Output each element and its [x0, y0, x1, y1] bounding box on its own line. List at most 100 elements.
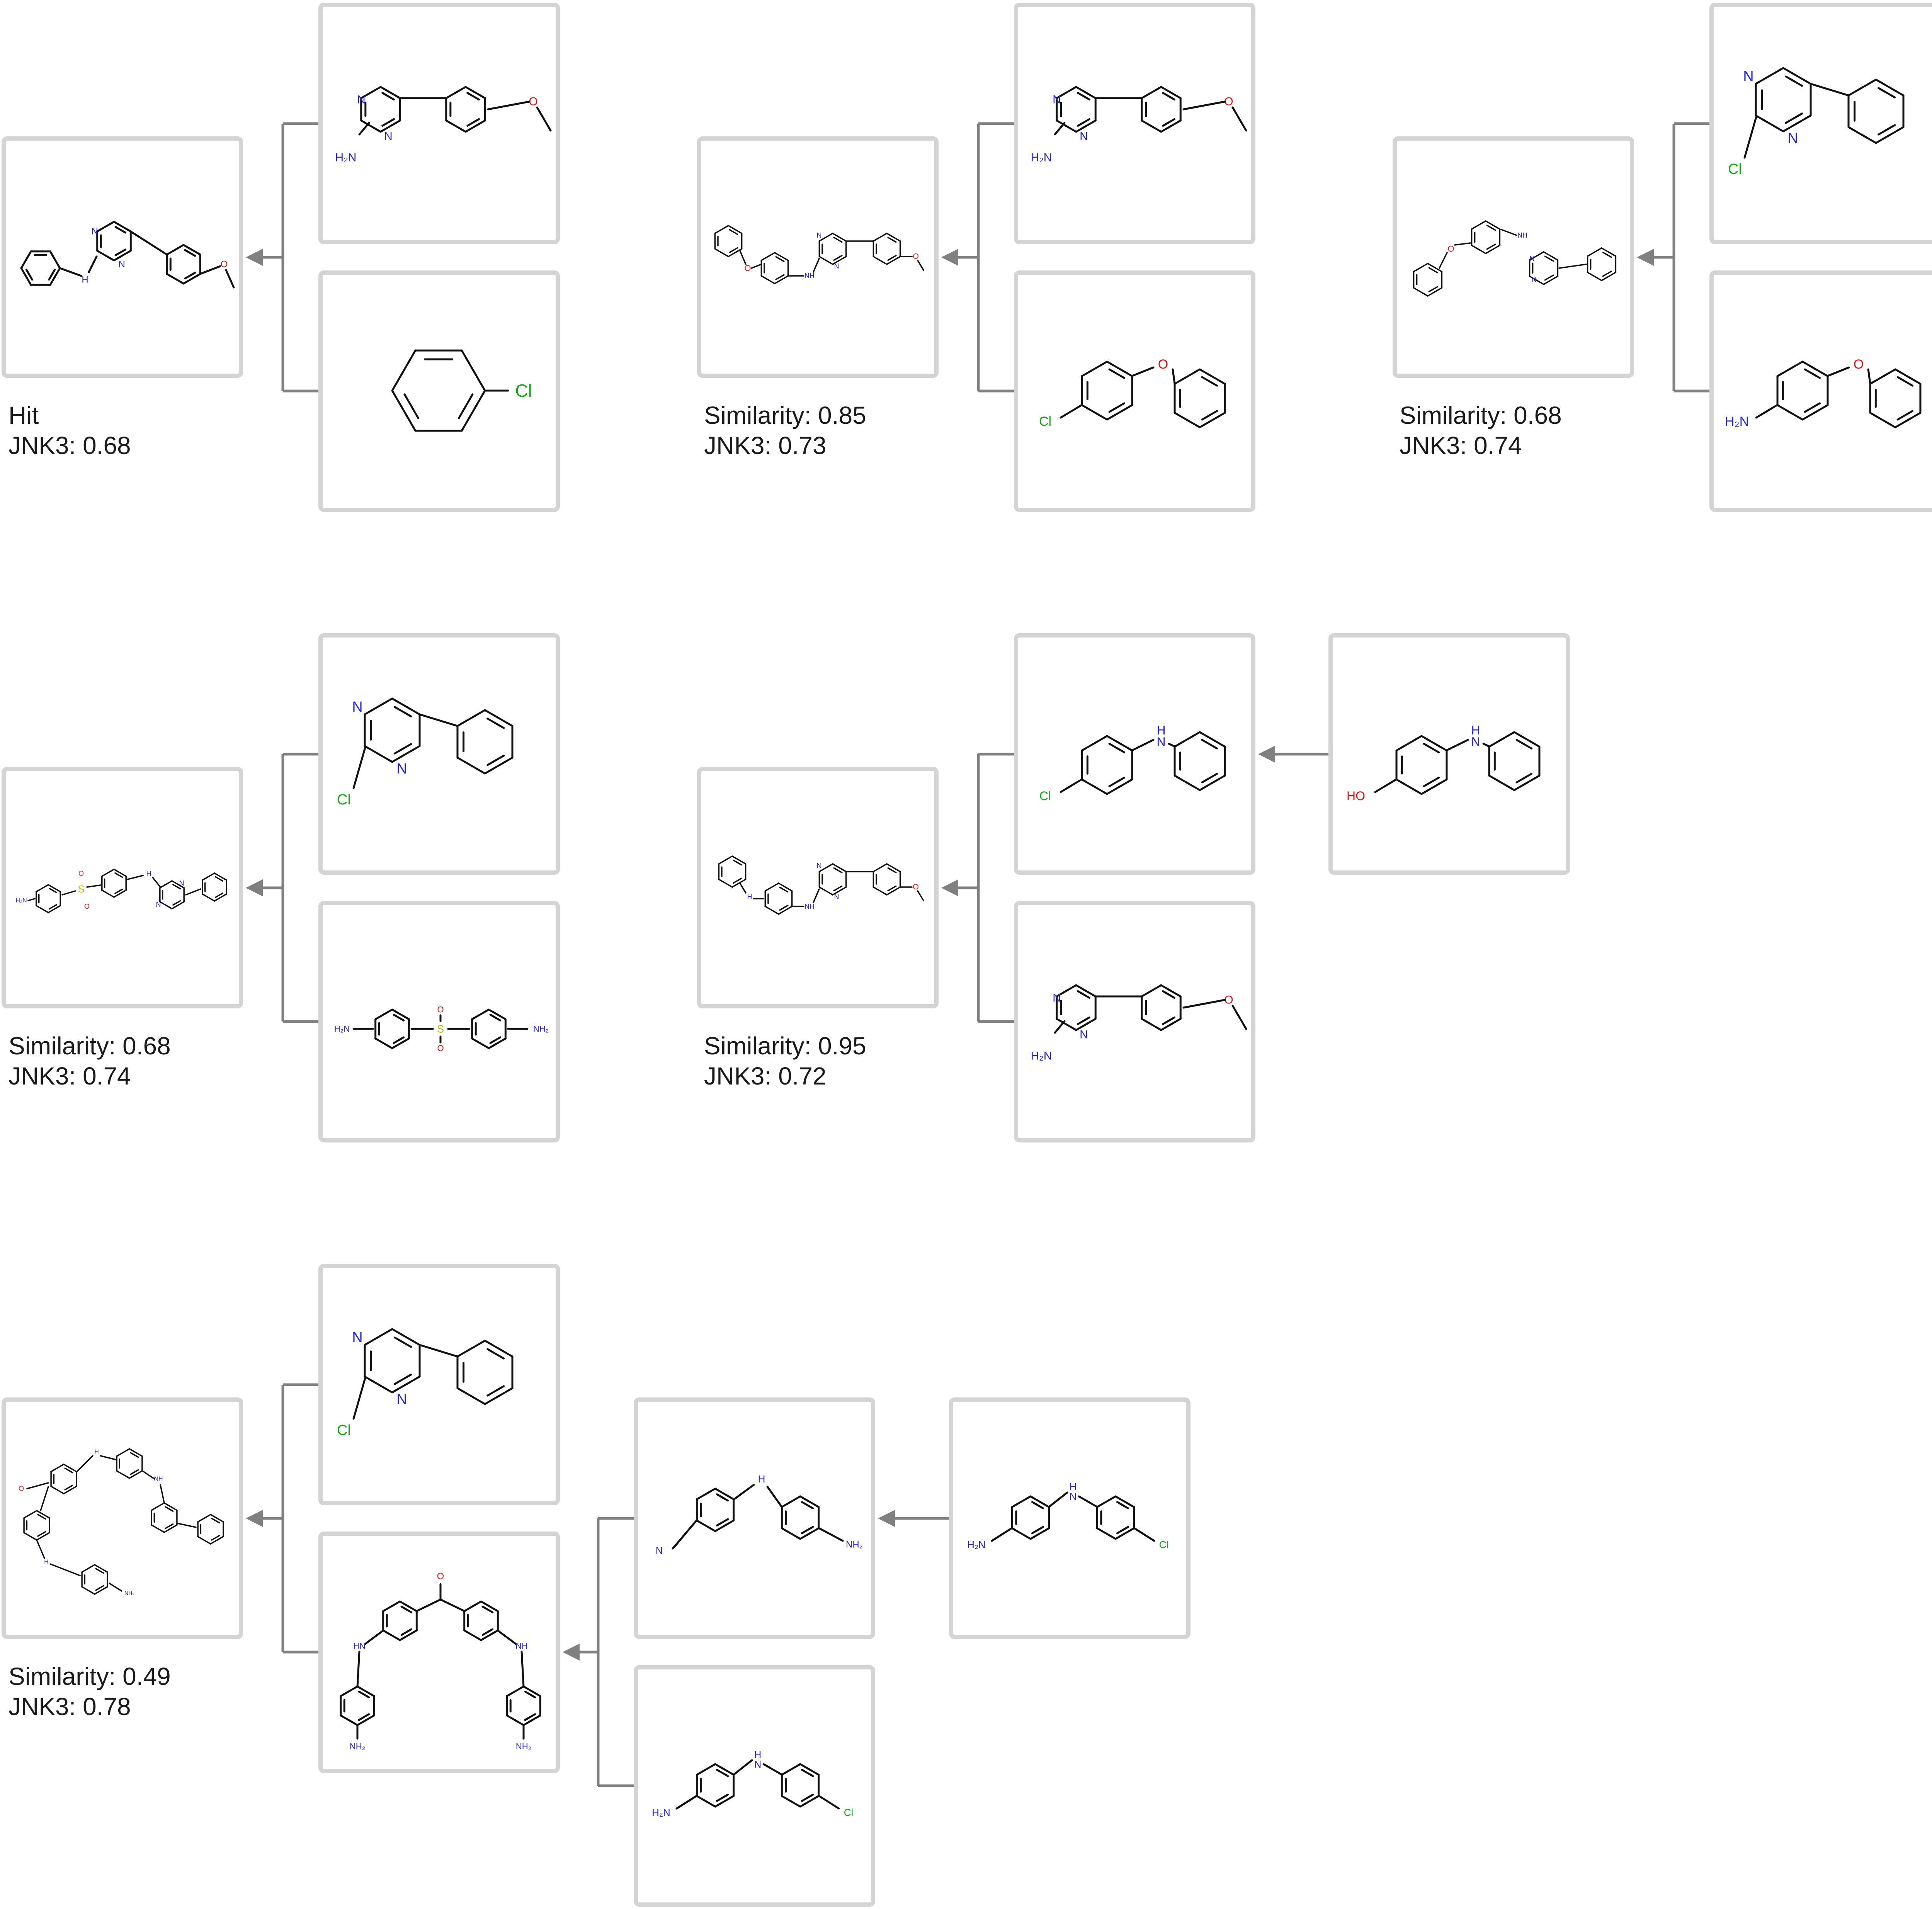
bond: [1114, 1495, 1135, 1508]
bond: [813, 888, 820, 903]
bond: [356, 1685, 375, 1697]
bond: [481, 1628, 494, 1636]
bond: [1077, 92, 1090, 101]
bond: [129, 1448, 143, 1457]
bond: [50, 1464, 65, 1472]
bond: [1867, 368, 1871, 385]
bond: [177, 1523, 197, 1528]
bond: [487, 100, 531, 110]
atom-label: O: [437, 1571, 444, 1582]
atom-label: N: [156, 901, 161, 908]
bond: [63, 1486, 77, 1494]
bond: [113, 250, 132, 262]
bond: [364, 1629, 384, 1645]
bond: [524, 1690, 536, 1698]
atom-label: N: [352, 699, 362, 715]
reactant-box[interactable]: Cl: [318, 270, 560, 512]
bond: [1160, 1018, 1182, 1031]
bond: [1131, 366, 1155, 377]
atom-label: N: [1743, 68, 1753, 85]
caption-score: JNK3: 0.78: [9, 1693, 131, 1720]
bond: [1482, 743, 1490, 748]
bond: [374, 1008, 393, 1020]
atom-label: H: [1471, 723, 1480, 737]
bond: [358, 1690, 370, 1698]
bond: [113, 869, 127, 877]
bond: [1804, 368, 1821, 379]
bond: [1785, 112, 1803, 124]
bond: [1500, 229, 1517, 236]
bond: [1108, 743, 1126, 753]
bond: [1141, 1018, 1162, 1031]
reaction-arrow-icon: [246, 249, 263, 266]
bond: [163, 1502, 178, 1511]
route-caption: Similarity: 0.85 JNK3: 0.73: [704, 400, 866, 461]
atom-label: NH₂: [124, 1590, 134, 1596]
bond: [77, 1455, 94, 1472]
bond: [833, 236, 843, 243]
bond: [23, 1532, 37, 1541]
caption-label: Similarity: 0.68: [9, 1032, 171, 1060]
bond: [352, 746, 366, 789]
bond: [340, 1685, 359, 1697]
bond: [394, 706, 412, 717]
bond: [36, 1510, 50, 1519]
bond: [352, 1377, 366, 1420]
bond: [673, 1522, 695, 1548]
bond: [833, 885, 843, 892]
bond: [1160, 984, 1182, 998]
bond: [486, 717, 505, 729]
bond: [374, 1037, 393, 1049]
bond: [832, 256, 847, 265]
bond: [484, 1340, 514, 1358]
atom-label: NH₂: [846, 1540, 863, 1550]
bond: [394, 743, 412, 755]
bond: [1011, 1527, 1032, 1540]
bond: [1031, 1526, 1044, 1534]
bond: [1869, 412, 1896, 428]
bond: [364, 697, 393, 716]
atom-label: H: [82, 275, 88, 285]
bond: [81, 1586, 95, 1595]
bond: [799, 1495, 820, 1508]
bond: [151, 1502, 165, 1511]
bond: [1801, 360, 1829, 377]
bond: [64, 1467, 73, 1474]
bond: [764, 906, 779, 915]
caption-score: JNK3: 0.68: [9, 432, 131, 459]
bond: [1168, 743, 1176, 748]
atom-label: O: [1224, 994, 1233, 1006]
bond: [1543, 275, 1559, 285]
atom-label: H: [94, 1449, 99, 1455]
atom-label: Cl: [844, 1807, 854, 1818]
bond: [872, 863, 888, 872]
atom-label: H₂N: [335, 151, 357, 164]
